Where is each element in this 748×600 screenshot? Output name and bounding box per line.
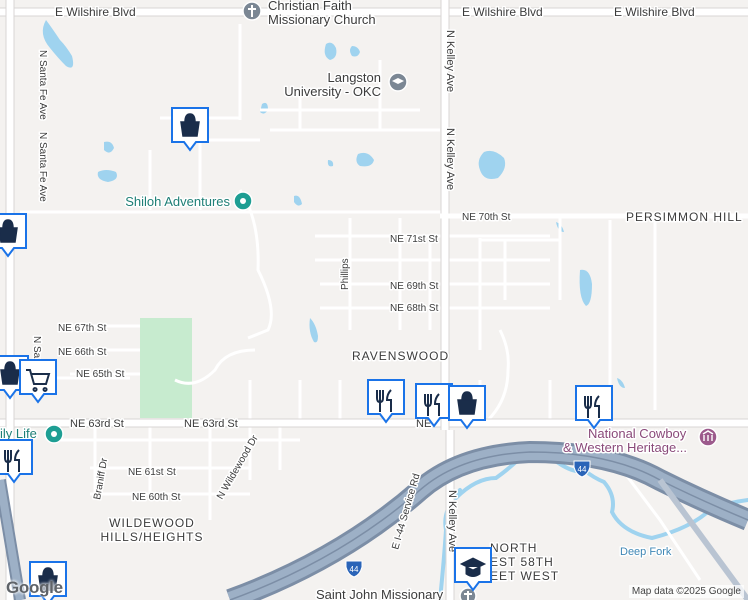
road-label-ne-63rd: NE 63rd St [70, 418, 124, 430]
neighborhood-label-north: NORTH [490, 541, 537, 555]
road-label-kelley: N Kelley Ave [446, 490, 458, 552]
pin-restaurant-3[interactable] [575, 385, 613, 429]
pin-shopping-2[interactable] [0, 213, 27, 257]
water-label-deep-fork: Deep Fork [620, 546, 672, 558]
poi-shiloh-adventures[interactable]: Shiloh Adventures [124, 191, 253, 211]
pin-restaurant-4[interactable] [0, 439, 33, 483]
road-label-e-wilshire: E Wilshire Blvd [462, 5, 543, 19]
pin-shopping-4[interactable] [448, 385, 486, 429]
fork-knife-icon [584, 395, 600, 418]
map-attribution[interactable]: Map data ©2025 Google [628, 585, 744, 598]
poi-label-langston: Langston [328, 70, 382, 85]
road-label-santa-fe: N Santa Fe Ave [37, 132, 48, 202]
neighborhood-labels: PERSIMMON HILL RAVENSWOOD WILDEWOOD HILL… [99, 209, 743, 585]
shopping-bag-icon [457, 391, 477, 415]
road-label-ne-partial: NE [416, 418, 431, 430]
poi-label-cowboy: & Western Heritage... [563, 440, 687, 455]
pin-shopping-5[interactable] [29, 561, 67, 600]
road-label-ne-70th: NE 70th St [462, 212, 511, 223]
road-label-ne-69th: NE 69th St [390, 281, 439, 292]
poi-langston-university[interactable]: Langston University - OKC [283, 69, 408, 101]
svg-text:44: 44 [578, 465, 587, 474]
road-label-santa-fe: N Santa Fe Ave [37, 50, 48, 120]
road-label-ne-68th: NE 68th St [390, 303, 439, 314]
interstate-44 [0, 440, 748, 600]
poi-label-saint-john: Saint John Missionary [316, 587, 444, 600]
road-label-kelley: N Kelley Ave [444, 30, 456, 92]
neighborhood-label-ravenswood: RAVENSWOOD [352, 349, 449, 363]
fork-knife-icon [424, 393, 440, 416]
road-label-ne-65th: NE 65th St [76, 369, 125, 380]
shopping-cart-icon [26, 369, 51, 392]
road-label-e-wilshire: E Wilshire Blvd [614, 5, 695, 19]
road-label-ne-61st: NE 61st St [128, 467, 176, 478]
pin-shopping-cart[interactable] [19, 359, 57, 403]
neighborhood-label-wildewood: WILDEWOOD [109, 516, 195, 530]
poi-family-life[interactable]: ily Life [0, 424, 64, 444]
poi-church[interactable]: Christian Faith Missionary Church [242, 0, 377, 29]
shopping-bag-icon [38, 567, 58, 591]
water-ponds [42, 20, 625, 388]
poi-label-church: Missionary Church [268, 12, 376, 27]
i44-shield-2: 44 [345, 560, 363, 578]
shopping-bag-icon [180, 113, 200, 137]
road-label-ne-67th: NE 67th St [58, 323, 107, 334]
google-logo: Google [6, 578, 63, 597]
poi-cowboy-museum[interactable]: National Cowboy & Western Heritage... [562, 425, 718, 457]
shopping-bag-icon [0, 219, 18, 243]
poi-label-langston: University - OKC [284, 84, 381, 99]
fork-knife-icon [4, 449, 20, 472]
neighborhood-label-north: EST 58TH [490, 555, 554, 569]
pin-shopping-1[interactable] [171, 107, 209, 151]
shopping-bag-icon [0, 361, 20, 385]
i44-shield-1: 44 [573, 460, 591, 478]
pin-restaurant-2[interactable] [415, 383, 453, 427]
road-label-kelley: N Kelley Ave [444, 128, 456, 190]
road-label-e-wilshire: E Wilshire Blvd [55, 5, 136, 19]
neighborhood-label-persimmon-hill: PERSIMMON HILL [626, 210, 743, 224]
road-label-n-san: N San [31, 336, 42, 364]
svg-text:44: 44 [350, 565, 359, 574]
poi-label-family-life: ily Life [0, 426, 37, 441]
road-label-phillips: Phillips [340, 258, 351, 290]
minor-streets [0, 24, 702, 581]
pin-school[interactable] [454, 547, 492, 591]
poi-saint-john[interactable]: Saint John Missionary [315, 586, 477, 600]
park-area [140, 318, 192, 418]
road-label-ne-71st: NE 71st St [390, 234, 438, 245]
neighborhood-label-north: EET WEST [490, 569, 559, 583]
poi-label-shiloh: Shiloh Adventures [125, 194, 230, 209]
neighborhood-label-wildewood: HILLS/HEIGHTS [100, 530, 203, 544]
pin-shopping-3[interactable] [0, 355, 29, 399]
school-cap-icon [459, 557, 487, 577]
fork-knife-icon [376, 389, 392, 412]
road-label-ne-66th: NE 66th St [58, 347, 107, 358]
poi-label-cowboy: National Cowboy [588, 426, 687, 441]
poi-label-church: Christian Faith [268, 0, 352, 13]
road-label-ne-60th: NE 60th St [132, 492, 181, 503]
road-label-ne-63rd: NE 63rd St [184, 418, 238, 430]
pin-restaurant-1[interactable] [367, 379, 405, 423]
